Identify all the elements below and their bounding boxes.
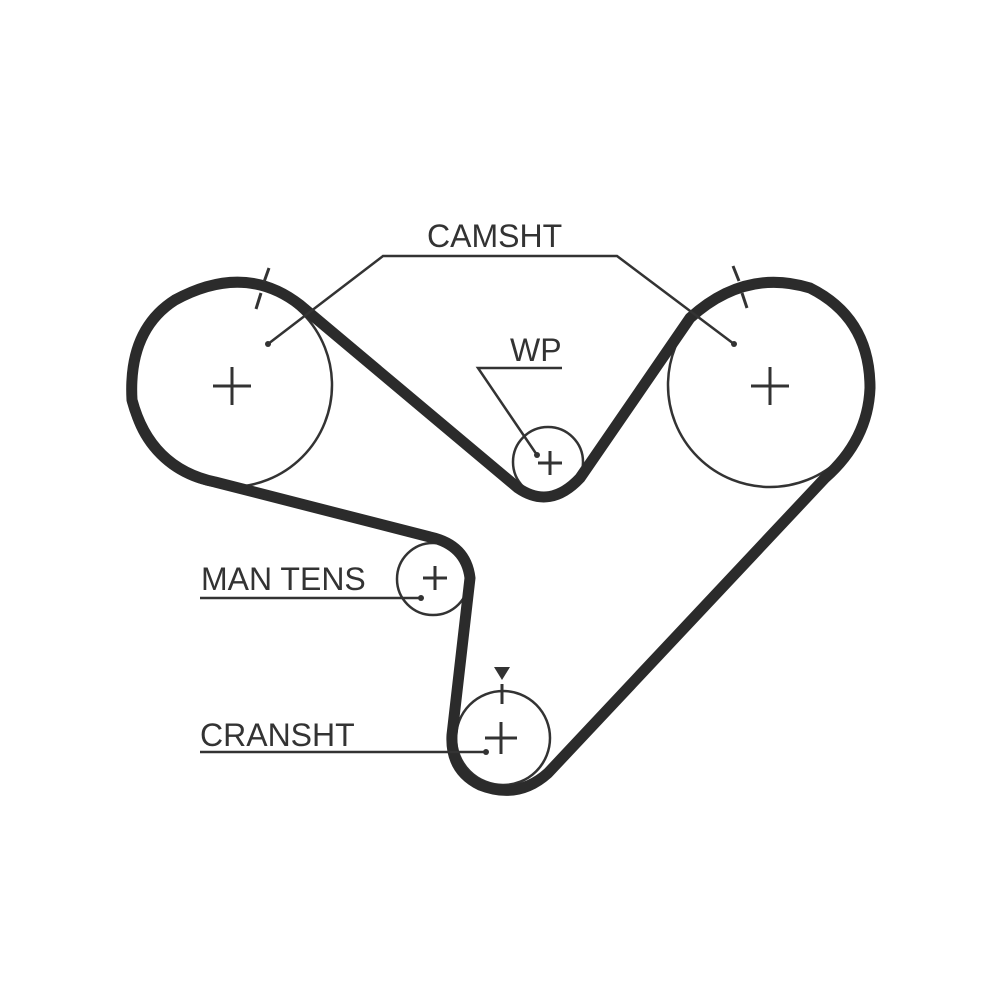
- crankshaft-label: CRANSHT: [200, 717, 355, 753]
- crankshaft-timing-arrow-icon: [494, 667, 510, 680]
- right-camshaft-center-icon: [751, 367, 789, 405]
- left-cam-timing-mark: [262, 267, 271, 283]
- camshaft-leader-line: [267, 254, 735, 345]
- water-pump-center-icon: [538, 451, 562, 475]
- water-pump-leader-line: [475, 366, 562, 456]
- right-cam-timing-mark-inner: [740, 292, 749, 309]
- pulley-centers: [213, 367, 789, 754]
- manual-tensioner-label: MAN TENS: [201, 561, 366, 597]
- timing-belt: [126, 276, 876, 796]
- manual-tensioner-center-icon: [423, 566, 447, 590]
- timing-marks: [254, 265, 749, 704]
- left-cam-timing-mark-inner: [254, 292, 263, 310]
- right-cam-timing-mark: [731, 265, 741, 282]
- crankshaft-center-icon: [485, 722, 517, 754]
- leader-dots: [265, 341, 737, 755]
- leader-lines: [200, 254, 735, 754]
- left-camshaft-center-icon: [213, 367, 251, 405]
- camshaft-label: CAMSHT: [427, 218, 562, 254]
- water-pump-label: WP: [510, 332, 562, 368]
- pulleys: [126, 281, 874, 787]
